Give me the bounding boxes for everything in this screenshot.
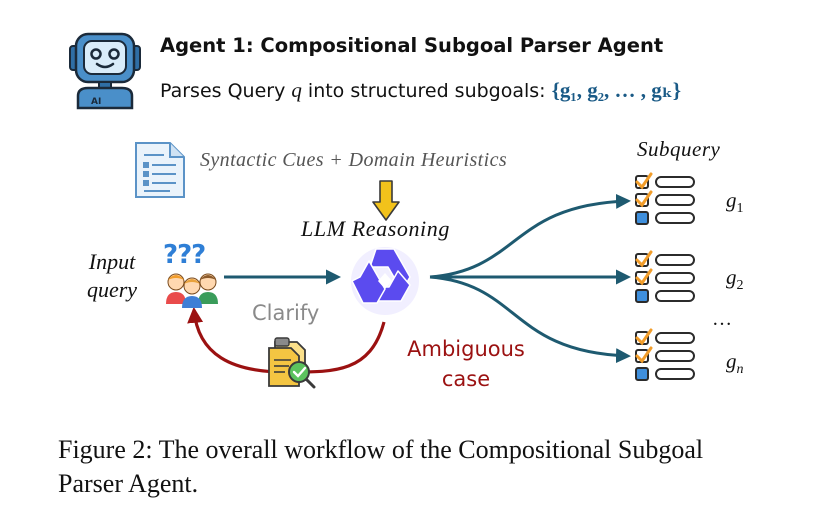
svg-text:AI: AI	[91, 97, 101, 107]
llm-to-gn-arrow	[429, 275, 631, 364]
llm-to-g1-arrow	[429, 193, 631, 279]
document-icon	[135, 142, 185, 198]
goal-subscript: 1	[736, 201, 744, 217]
down-arrow-icon	[372, 180, 400, 221]
input-query-label: Input query	[79, 248, 145, 304]
subquery-label: Subquery	[637, 137, 721, 161]
subtitle-query-symbol: q	[291, 78, 302, 102]
goal-letter: g	[726, 349, 737, 373]
ellipsis: …	[712, 308, 732, 330]
checklist-icon-g2	[635, 250, 695, 303]
goal-letter: g	[726, 265, 737, 289]
llm-logo-icon	[351, 247, 419, 315]
figure-caption: Figure 2: The overall workflow of the Co…	[58, 435, 704, 498]
document-check-icon	[268, 337, 316, 389]
question-marks: ???	[163, 240, 206, 270]
goal-subscript: 2	[736, 278, 744, 294]
ambiguous-case-label: Ambiguous case	[400, 334, 532, 394]
subtitle-prefix: Parses Query	[160, 80, 292, 102]
goal-g2-label: g2	[726, 265, 744, 294]
ambiguous-line2: case	[441, 367, 491, 391]
robot-agent-icon: AI	[69, 32, 141, 110]
input-label-line2: query	[86, 277, 138, 302]
agent-title: Agent 1: Compositional Subgoal Parser Ag…	[160, 34, 664, 57]
cues-label: Syntactic Cues + Domain Heuristics	[200, 149, 508, 171]
goal-g1-label: g1	[726, 188, 744, 217]
agent-subtitle: Parses Query q into structured subgoals:…	[160, 77, 681, 103]
goal-gn-label: gn	[726, 349, 744, 378]
ambiguous-line1: Ambiguous	[407, 337, 525, 361]
clarify-label: Clarify	[252, 301, 320, 325]
goal-subscript: n	[736, 362, 744, 378]
people-icon	[166, 273, 218, 308]
input-label-line1: Input	[88, 249, 136, 274]
checklist-icon-gn	[635, 328, 695, 381]
subtitle-suffix: into structured subgoals:	[301, 80, 552, 102]
goal-letter: g	[726, 188, 737, 212]
checklist-icon-g1	[635, 172, 695, 225]
subgoal-set: {g₁, g₂, … , gₖ}	[551, 78, 682, 102]
llm-reasoning-label: LLM Reasoning	[301, 216, 450, 241]
